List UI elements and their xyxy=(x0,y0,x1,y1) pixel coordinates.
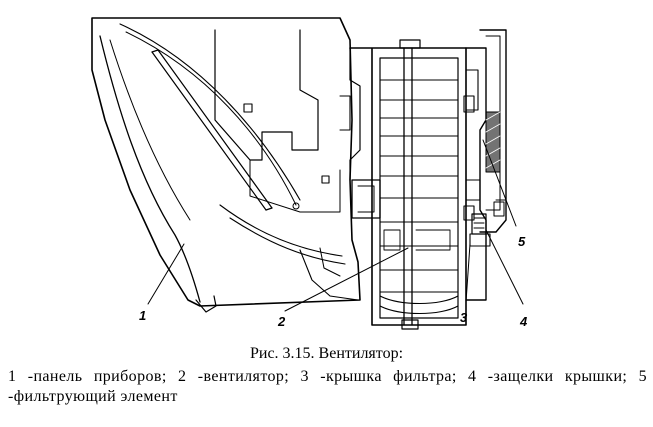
fan-assembly-drawing: 1 2 3 4 5 xyxy=(91,17,528,330)
fan-housing xyxy=(339,39,467,330)
leader-lines xyxy=(147,139,524,312)
callout-3: 3 xyxy=(460,310,468,325)
filter-cover xyxy=(463,47,487,301)
figure-caption: Рис. 3.15. Вентилятор: 1 -панель приборо… xyxy=(0,344,653,407)
callout-1: 1 xyxy=(139,308,146,323)
callout-2: 2 xyxy=(277,314,286,329)
caption-legend: 1 -панель приборов; 2 -вентилятор; 3 -кр… xyxy=(8,368,647,405)
callout-5: 5 xyxy=(518,234,526,249)
cover-latches xyxy=(469,213,491,247)
callout-4: 4 xyxy=(519,314,528,329)
instrument-panel xyxy=(91,17,361,313)
caption-title: Рис. 3.15. Вентилятор: xyxy=(249,345,404,362)
filter-element xyxy=(479,29,507,233)
